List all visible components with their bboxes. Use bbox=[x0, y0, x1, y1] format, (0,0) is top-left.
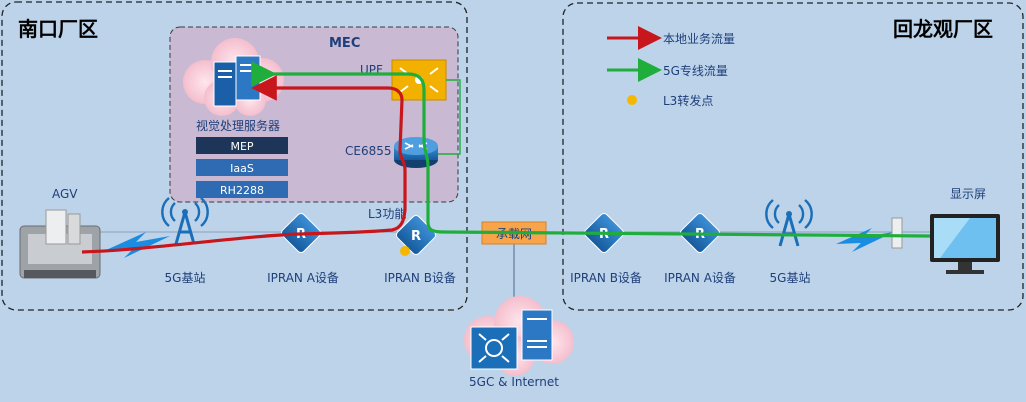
l3-function-label: L3功能 bbox=[368, 207, 406, 221]
mec-stack: MEP IaaS RH2288 bbox=[196, 137, 288, 198]
legend-local-label: 本地业务流量 bbox=[663, 31, 735, 46]
legend-l3-label: L3转发点 bbox=[663, 93, 713, 108]
ipran-a-right-label: IPRAN A设备 bbox=[664, 271, 736, 285]
legend-l3-dot bbox=[627, 95, 637, 105]
stack-iaas: IaaS bbox=[230, 162, 254, 175]
base-station-left-icon bbox=[161, 197, 209, 245]
server-icon bbox=[213, 55, 261, 107]
bs-left-label: 5G基站 bbox=[165, 271, 206, 285]
zone-right-box bbox=[562, 2, 1024, 311]
wireless-icon-right bbox=[836, 228, 894, 252]
l3-forwarding-point bbox=[400, 246, 410, 256]
upf-switch-link bbox=[438, 79, 461, 155]
legend: 本地业务流量 5G专线流量 L3转发点 bbox=[607, 26, 735, 108]
ipran-b-right-label: IPRAN B设备 bbox=[570, 271, 642, 285]
ce6855-label: CE6855 bbox=[345, 144, 392, 158]
stack-mep: MEP bbox=[230, 140, 253, 153]
mec-title: MEC bbox=[329, 36, 360, 51]
agv-label: AGV bbox=[52, 187, 78, 201]
stack-rh2288: RH2288 bbox=[220, 184, 264, 197]
wireless-icon-left bbox=[104, 232, 170, 258]
zone-left-title: 南口厂区 bbox=[18, 17, 98, 41]
bs-right-label: 5G基站 bbox=[770, 271, 811, 285]
zone-right-title: 回龙观厂区 bbox=[893, 17, 993, 41]
local-flow-path bbox=[81, 75, 407, 254]
ipran-a-left-label: IPRAN A设备 bbox=[267, 271, 339, 285]
upf-icon bbox=[391, 59, 447, 101]
legend-dedicated-label: 5G专线流量 bbox=[663, 63, 728, 78]
core-label: 5GC & Internet bbox=[469, 375, 559, 389]
svg-text:R: R bbox=[411, 229, 421, 244]
server-label: 视觉处理服务器 bbox=[196, 118, 280, 133]
base-station-right-icon bbox=[765, 199, 813, 247]
ipran-b-left-label: IPRAN B设备 bbox=[384, 271, 456, 285]
display-icon bbox=[930, 214, 1000, 274]
agv-icon bbox=[19, 209, 101, 279]
dedicated-flow-path bbox=[251, 61, 931, 238]
core-switch-icon bbox=[470, 309, 553, 370]
cpe-icon bbox=[891, 217, 903, 249]
display-label: 显示屏 bbox=[950, 187, 986, 201]
